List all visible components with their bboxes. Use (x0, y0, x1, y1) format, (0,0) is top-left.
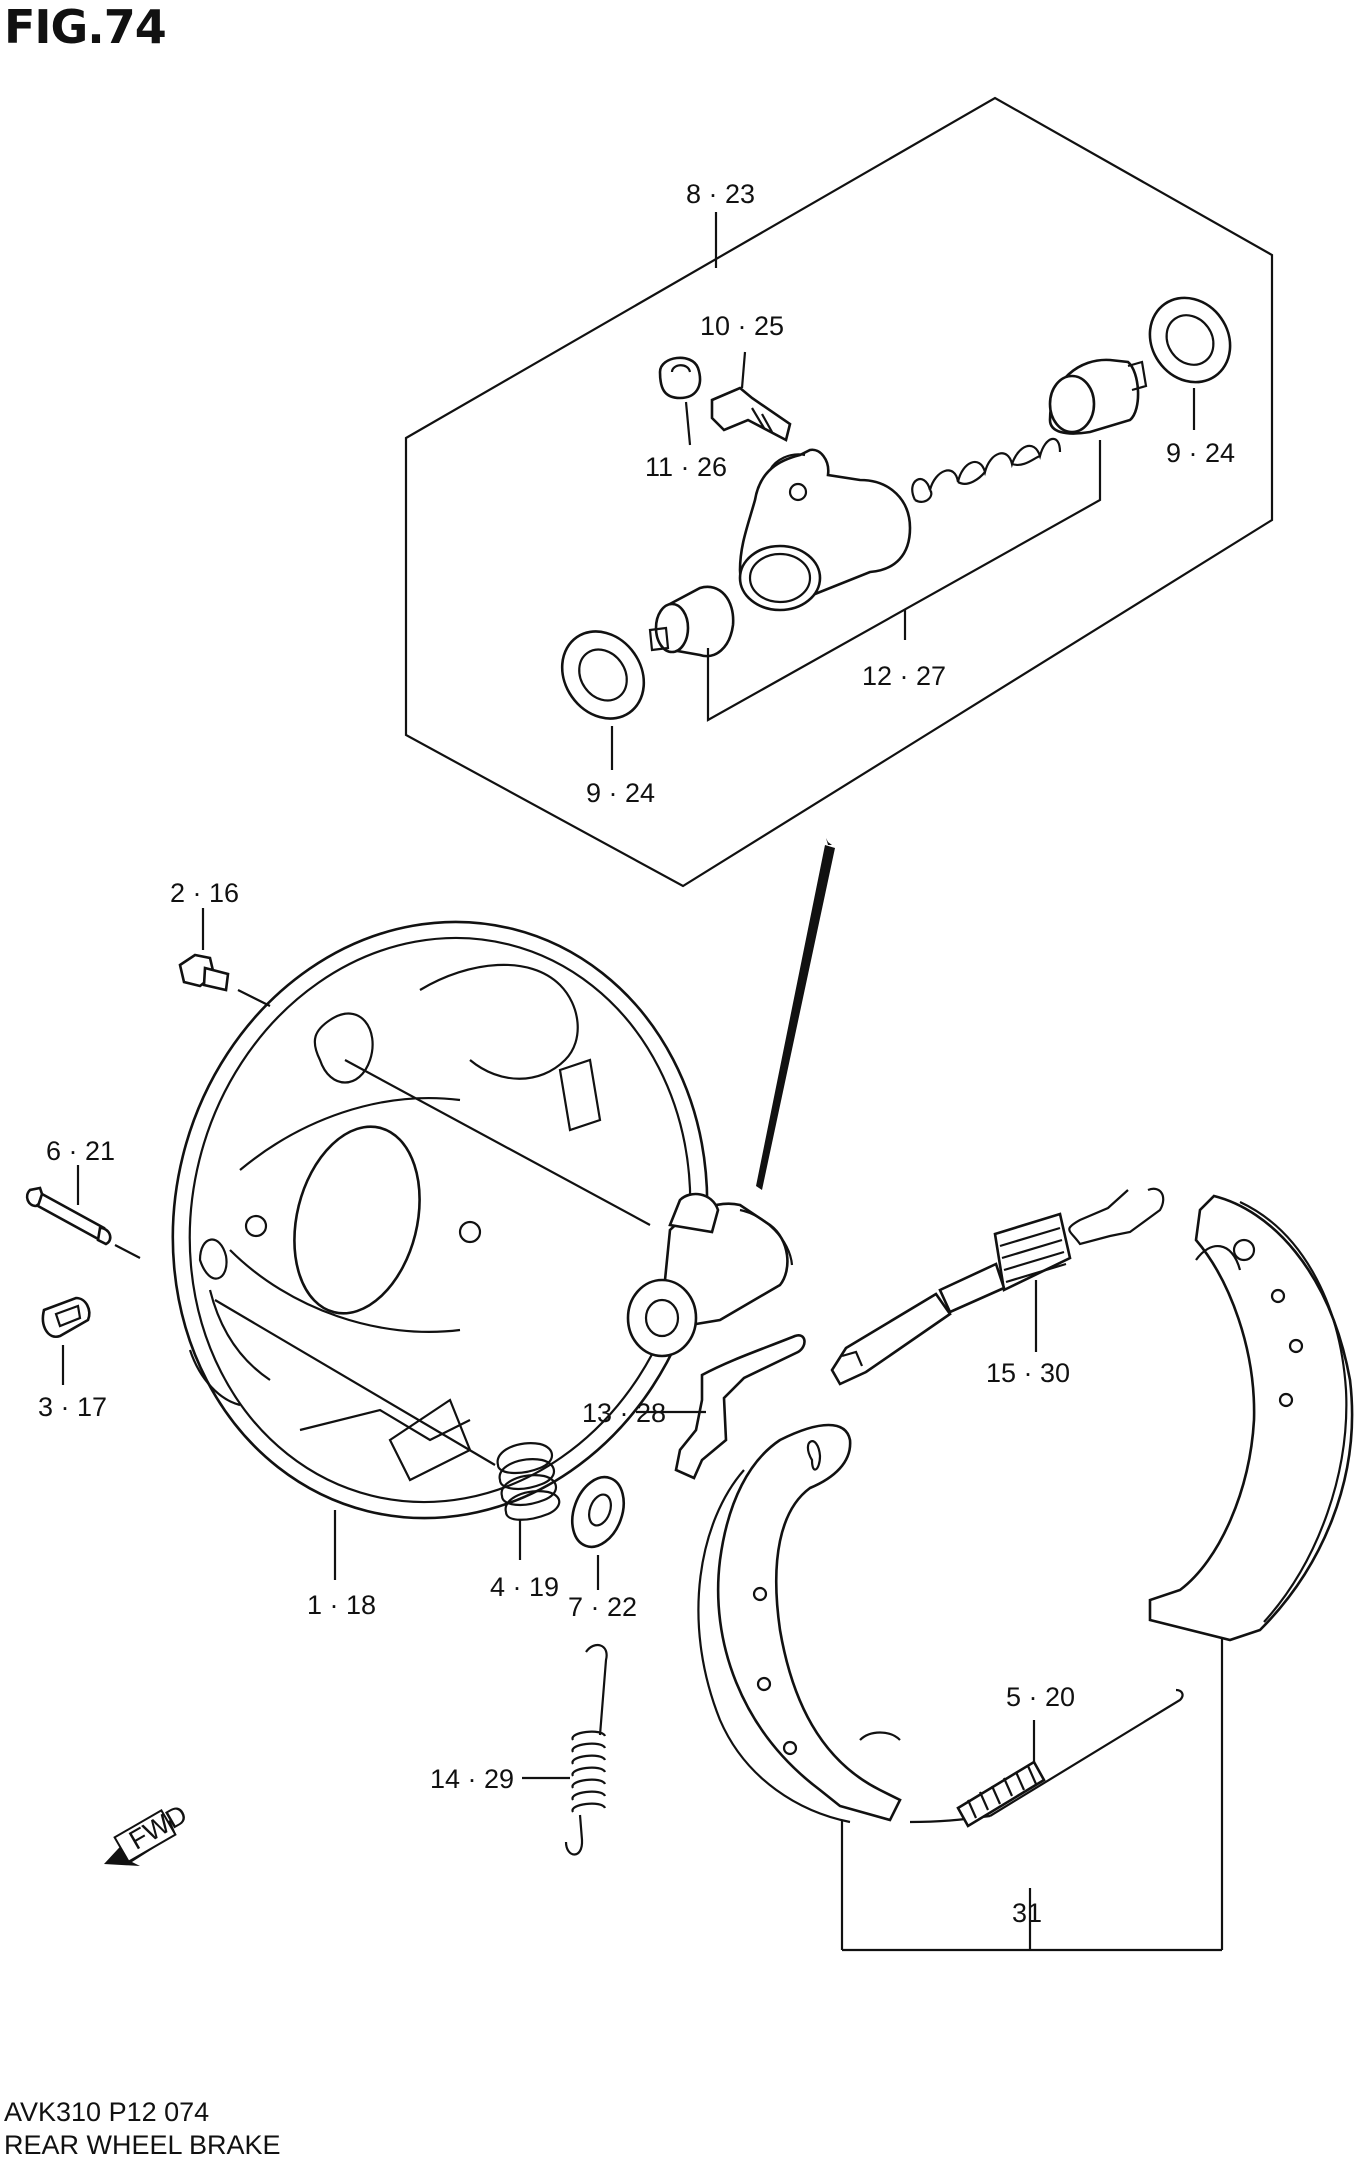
adjuster-strut (830, 1187, 1165, 1386)
arrow-shape (756, 845, 835, 1190)
wheel-cylinder-assembled (626, 1192, 794, 1358)
piston-right (1048, 358, 1148, 435)
drawing-name: REAR WHEEL BRAKE (4, 2130, 281, 2160)
callout-12-27: 12 · 27 (862, 661, 946, 691)
callout-15-30: 15 · 30 (986, 1358, 1070, 1388)
callout-6-21: 6 · 21 (46, 1136, 115, 1166)
callout-10-25: 10 · 25 (700, 311, 784, 341)
callout-9-24-upper: 9 · 24 (1166, 438, 1235, 468)
callout-2-16: 2 · 16 (170, 878, 239, 908)
hold-down-cup (41, 1296, 91, 1385)
hold-down-cup-7-22 (571, 1475, 625, 1590)
callout-7-22: 7 · 22 (568, 1592, 637, 1622)
bleeder-screw (710, 351, 792, 442)
piston-left (648, 585, 735, 658)
callout-14-29: 14 · 29 (430, 1764, 514, 1794)
drawing-code: AVK310 P12 074 (4, 2097, 210, 2127)
wheel-cylinder-kit-box (404, 96, 1274, 888)
brake-shoe-left (697, 1423, 902, 1950)
assembly-pointer (812, 838, 832, 845)
leader-cylinder (344, 1059, 651, 1226)
callout-1-18: 1 · 18 (307, 1590, 376, 1620)
hold-down-spring (496, 1442, 561, 1560)
return-spring-14-29 (522, 1643, 608, 1856)
callout-11-26: 11 · 26 (645, 452, 727, 482)
callout-3-17: 3 · 17 (38, 1392, 107, 1422)
figure-title: FIG.74 (4, 0, 167, 54)
parking-lever (636, 1334, 806, 1480)
callout-31: 31 (1012, 1898, 1042, 1928)
callout-13-28: 13 · 28 (582, 1398, 666, 1428)
brake-shoe-right (1148, 1194, 1354, 1950)
bolt-2-16 (178, 908, 271, 1007)
return-spring-5-20 (909, 1688, 1184, 1828)
bleeder-cap (658, 356, 702, 446)
boot-right (1148, 296, 1232, 430)
cylinder-spring (911, 437, 1062, 503)
leader-spring (214, 1299, 496, 1466)
callout-5-20: 5 · 20 (1006, 1682, 1075, 1712)
forward-direction-arrow: FWD (104, 1799, 192, 1866)
bolt-6-21 (25, 1165, 141, 1259)
fwd-label: FWD (124, 1799, 192, 1856)
boot-left (560, 630, 646, 770)
callout-8-23: 8 · 23 (686, 179, 755, 209)
callout-4-19: 4 · 19 (490, 1572, 559, 1602)
bracket-12-27 (706, 440, 1102, 722)
assembly-arrow (780, 842, 830, 860)
wheel-cylinder-body (738, 448, 912, 612)
callout-9-24-lower: 9 · 24 (586, 778, 655, 808)
